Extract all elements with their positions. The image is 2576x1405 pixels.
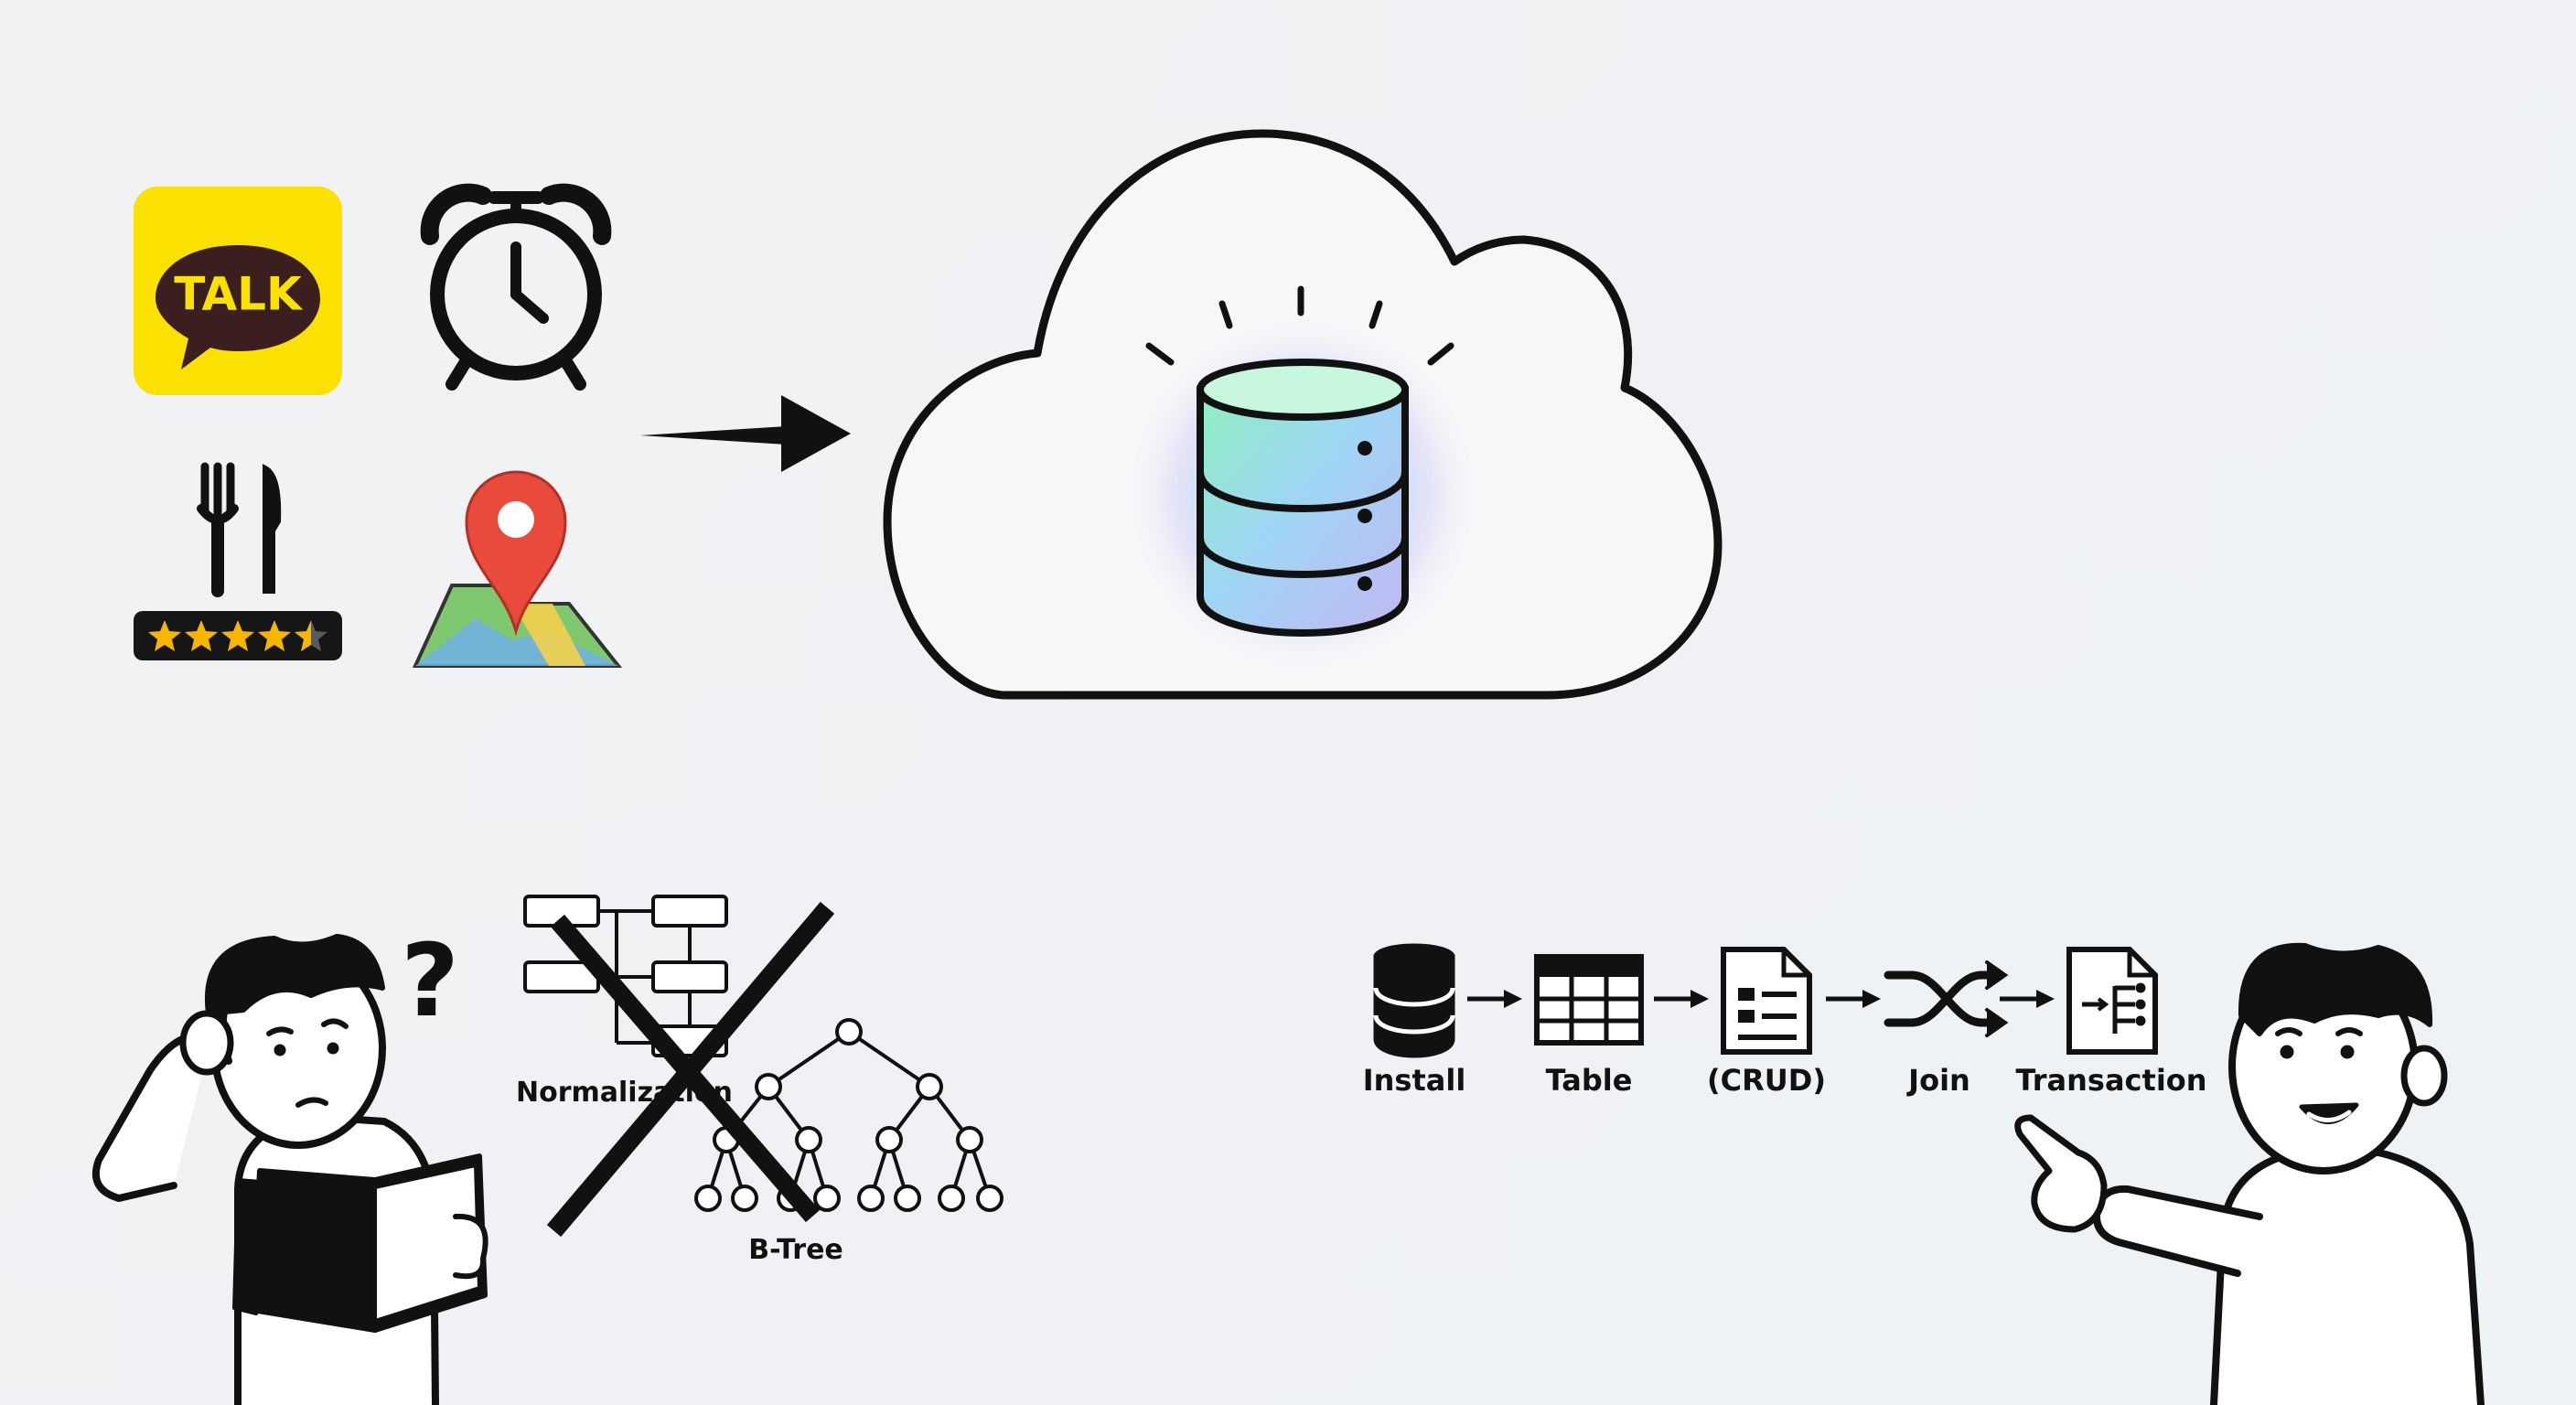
btree-label: B-Tree bbox=[748, 1234, 843, 1266]
alarm-clock-icon bbox=[420, 183, 612, 391]
step-label: (CRUD) bbox=[1707, 1063, 1826, 1098]
document-list-icon bbox=[1721, 947, 1812, 1055]
step-arrow-icon bbox=[1467, 990, 1522, 1008]
arrow-to-cloud-icon bbox=[640, 395, 851, 472]
happy-person bbox=[2014, 942, 2485, 1405]
database-icon bbox=[1373, 943, 1455, 1058]
question-mark: ? bbox=[401, 922, 459, 1039]
step-label: Join bbox=[1906, 1063, 1970, 1098]
restaurant-rating-icon bbox=[134, 462, 342, 660]
step-label: Transaction bbox=[2015, 1063, 2206, 1098]
database-icon bbox=[1197, 359, 1409, 638]
normalization-flowchart bbox=[523, 895, 728, 1057]
btree-diagram bbox=[694, 1018, 1004, 1212]
kakao-talk-icon: TALK bbox=[134, 187, 342, 395]
step-label: Table bbox=[1546, 1063, 1633, 1098]
step-transaction: Transaction bbox=[2015, 947, 2207, 1098]
transaction-doc-icon bbox=[2066, 947, 2158, 1055]
learning-steps: Install Table bbox=[1363, 943, 2207, 1098]
step-join: Join bbox=[1884, 960, 2009, 1098]
step-table: Table bbox=[1534, 954, 1644, 1098]
confused-person bbox=[91, 934, 488, 1405]
shine-rays bbox=[1145, 285, 1454, 366]
talk-label: TALK bbox=[174, 268, 304, 321]
step-crud: (CRUD) bbox=[1707, 947, 1826, 1098]
step-arrow-icon bbox=[1826, 990, 1881, 1008]
step-install: Install bbox=[1363, 943, 1466, 1098]
step-arrow-icon bbox=[1654, 990, 1709, 1008]
shuffle-icon bbox=[1884, 960, 2009, 1037]
cross-out-icon bbox=[546, 901, 835, 1238]
map-pin-icon bbox=[412, 470, 623, 668]
star-rating-icon bbox=[148, 620, 327, 651]
step-arrow-icon bbox=[2000, 990, 2055, 1008]
step-label: Install bbox=[1363, 1063, 1466, 1098]
fork-knife-icon bbox=[197, 462, 282, 597]
table-grid-icon bbox=[1534, 954, 1644, 1046]
